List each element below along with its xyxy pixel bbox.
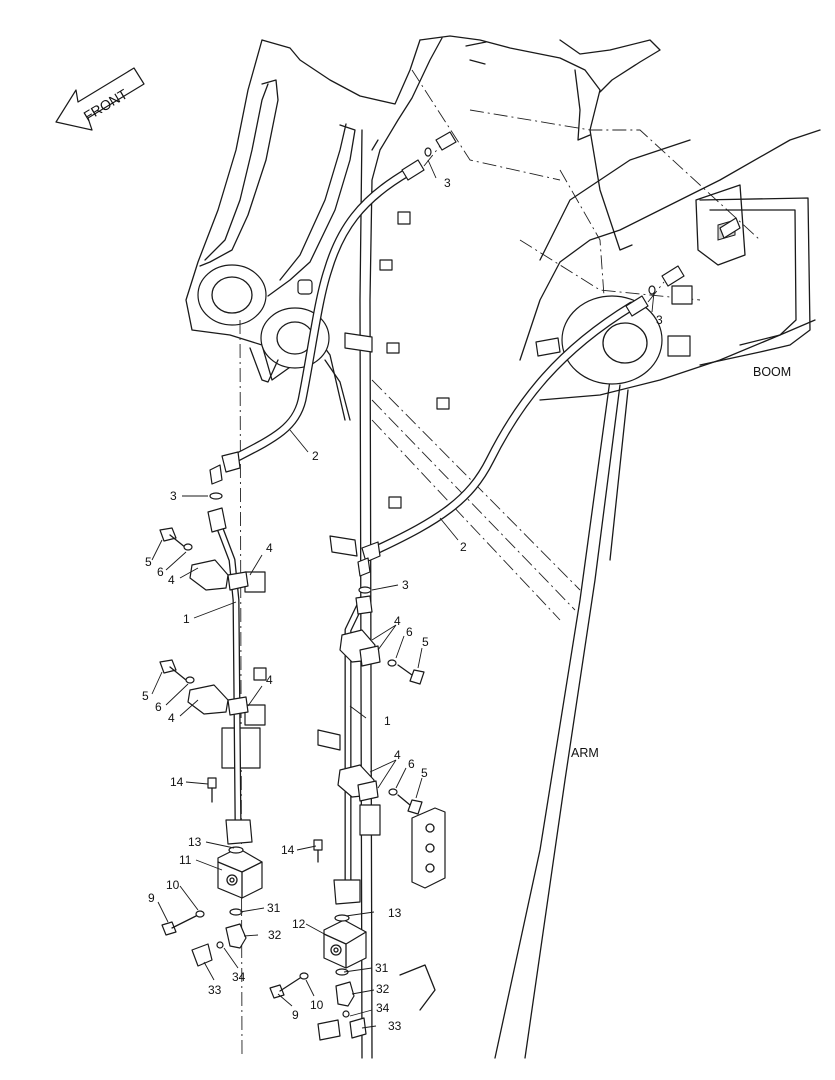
arrow-left-icon	[55, 67, 145, 131]
callout-4-d: 4	[168, 711, 175, 725]
bolts	[159, 527, 425, 999]
callout-6-c: 6	[406, 625, 413, 639]
callout-10-right: 10	[310, 998, 324, 1012]
callout-3-upper-right: 3	[656, 313, 663, 327]
boom-structure	[519, 129, 821, 401]
callout-3-left: 3	[170, 489, 177, 503]
hose-right	[371, 301, 637, 555]
callout-1-left: 1	[183, 612, 190, 626]
front-arrow: FRONT	[55, 67, 145, 131]
callout-5-a: 5	[145, 555, 152, 569]
callout-6-a: 6	[157, 565, 164, 579]
leader-lines	[151, 159, 655, 1029]
callout-9-right: 9	[292, 1008, 299, 1022]
callout-4-a: 4	[266, 541, 273, 555]
callout-13-left: 13	[188, 835, 202, 849]
boom-label: BOOM	[753, 365, 791, 379]
valve-blocks	[191, 846, 367, 1041]
callout-11: 11	[179, 853, 192, 867]
callout-3-upper-left: 3	[444, 176, 451, 190]
callout-12: 12	[292, 917, 306, 931]
callout-5-d: 5	[421, 766, 428, 780]
callout-6-b: 6	[155, 700, 162, 714]
hose-left	[223, 167, 413, 467]
pipe-right	[333, 595, 373, 905]
callout-34-right: 34	[376, 1001, 390, 1015]
arm-structure	[185, 35, 761, 1059]
arm-label: ARM	[571, 746, 599, 760]
callout-10-left: 10	[166, 878, 180, 892]
callout-31-left: 31	[267, 901, 281, 915]
callout-4-b: 4	[266, 673, 273, 687]
callout-33-right: 33	[388, 1019, 402, 1033]
callout-13-right: 13	[388, 906, 402, 920]
callouts: 3 3 2 2 3 3 1 1 4 4 4 4 4 4 5 5 5 5 6 6 …	[142, 176, 663, 1033]
callout-32-left: 32	[268, 928, 282, 942]
callout-3-right: 3	[402, 578, 409, 592]
callout-14-left: 14	[170, 775, 184, 789]
callout-1-right: 1	[384, 714, 391, 728]
callout-31-right: 31	[375, 961, 389, 975]
callout-2-left: 2	[312, 449, 319, 463]
callout-5-b: 5	[142, 689, 149, 703]
callout-5-c: 5	[422, 635, 429, 649]
pipe-left	[207, 507, 253, 845]
callout-33-left: 33	[208, 983, 222, 997]
callout-4-c: 4	[168, 573, 175, 587]
callout-6-d: 6	[408, 757, 415, 771]
callout-9-left: 9	[148, 891, 155, 905]
callout-34-left: 34	[232, 970, 246, 984]
callout-14-right: 14	[281, 843, 295, 857]
callout-4-e: 4	[394, 614, 401, 628]
callout-4-f: 4	[394, 748, 401, 762]
hose-fittings	[209, 131, 741, 594]
clamps	[187, 559, 381, 802]
callout-32-right: 32	[376, 982, 390, 996]
callout-2-right: 2	[460, 540, 467, 554]
